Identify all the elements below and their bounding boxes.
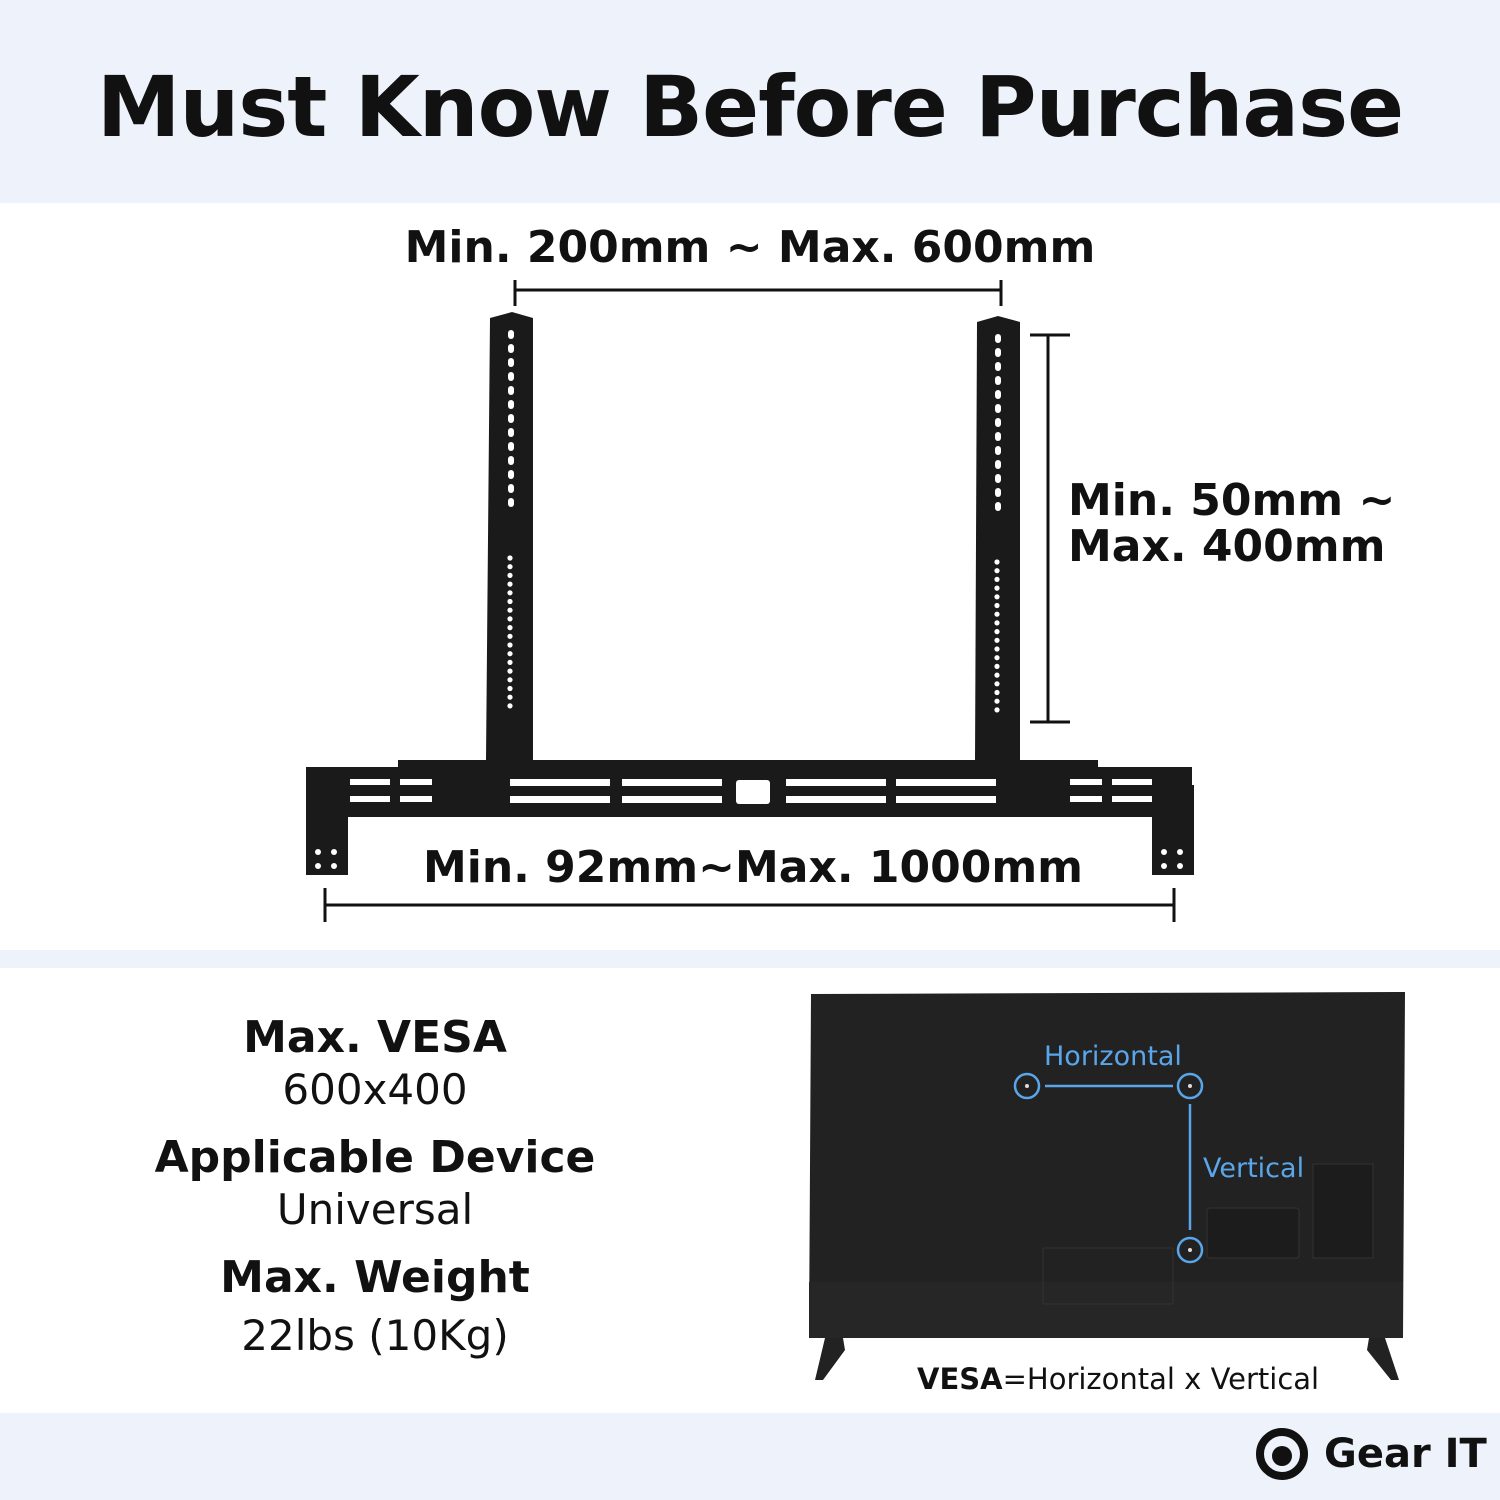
horizontal-label: Horizontal (1044, 1041, 1182, 1072)
bracket-diagram (306, 280, 1194, 922)
spec-value: 600x400 (282, 1065, 468, 1114)
vesa-caption: VESA=Horizontal x Vertical (917, 1362, 1319, 1396)
bracket-arms (486, 312, 1020, 762)
length-dimension-line (323, 888, 1176, 922)
spec-label: Max. Weight (220, 1252, 530, 1303)
spec-max-weight: Max. Weight 22lbs (10Kg) (80, 1252, 670, 1360)
height-dimension-line (1030, 333, 1070, 724)
vesa-caption-rest: =Horizontal x Vertical (1002, 1362, 1320, 1396)
brand-logo: Gear IT (1254, 1426, 1487, 1482)
spec-max-vesa: Max. VESA 600x400 (80, 1012, 670, 1114)
header-band (0, 0, 1500, 203)
height-line-1: Min. 50mm ~ (1068, 475, 1396, 526)
spec-value: 22lbs (10Kg) (241, 1311, 509, 1360)
divider-band (0, 950, 1500, 968)
width-dimension-label: Min. 200mm ~ Max. 600mm (404, 222, 1096, 273)
brand-name: Gear IT (1324, 1431, 1487, 1477)
vesa-caption-bold: VESA (917, 1362, 1003, 1396)
height-line-2: Max. 400mm (1068, 521, 1386, 572)
spec-label: Applicable Device (154, 1132, 596, 1183)
page-title: Must Know Before Purchase (96, 58, 1404, 156)
height-dimension-label: Min. 50mm ~ Max. 400mm (1068, 478, 1395, 570)
footer-band (0, 1413, 1500, 1500)
length-dimension-label: Min. 92mm~Max. 1000mm (422, 842, 1084, 893)
gearit-logo-icon (1256, 1428, 1308, 1480)
spec-applicable-device: Applicable Device Universal (80, 1132, 670, 1234)
bracket-bar (306, 760, 1194, 875)
spec-value: Universal (276, 1185, 474, 1234)
width-dimension-line (513, 280, 1003, 306)
spec-label: Max. VESA (243, 1012, 507, 1063)
tv-back-image (809, 992, 1405, 1380)
vertical-label: Vertical (1203, 1153, 1305, 1184)
